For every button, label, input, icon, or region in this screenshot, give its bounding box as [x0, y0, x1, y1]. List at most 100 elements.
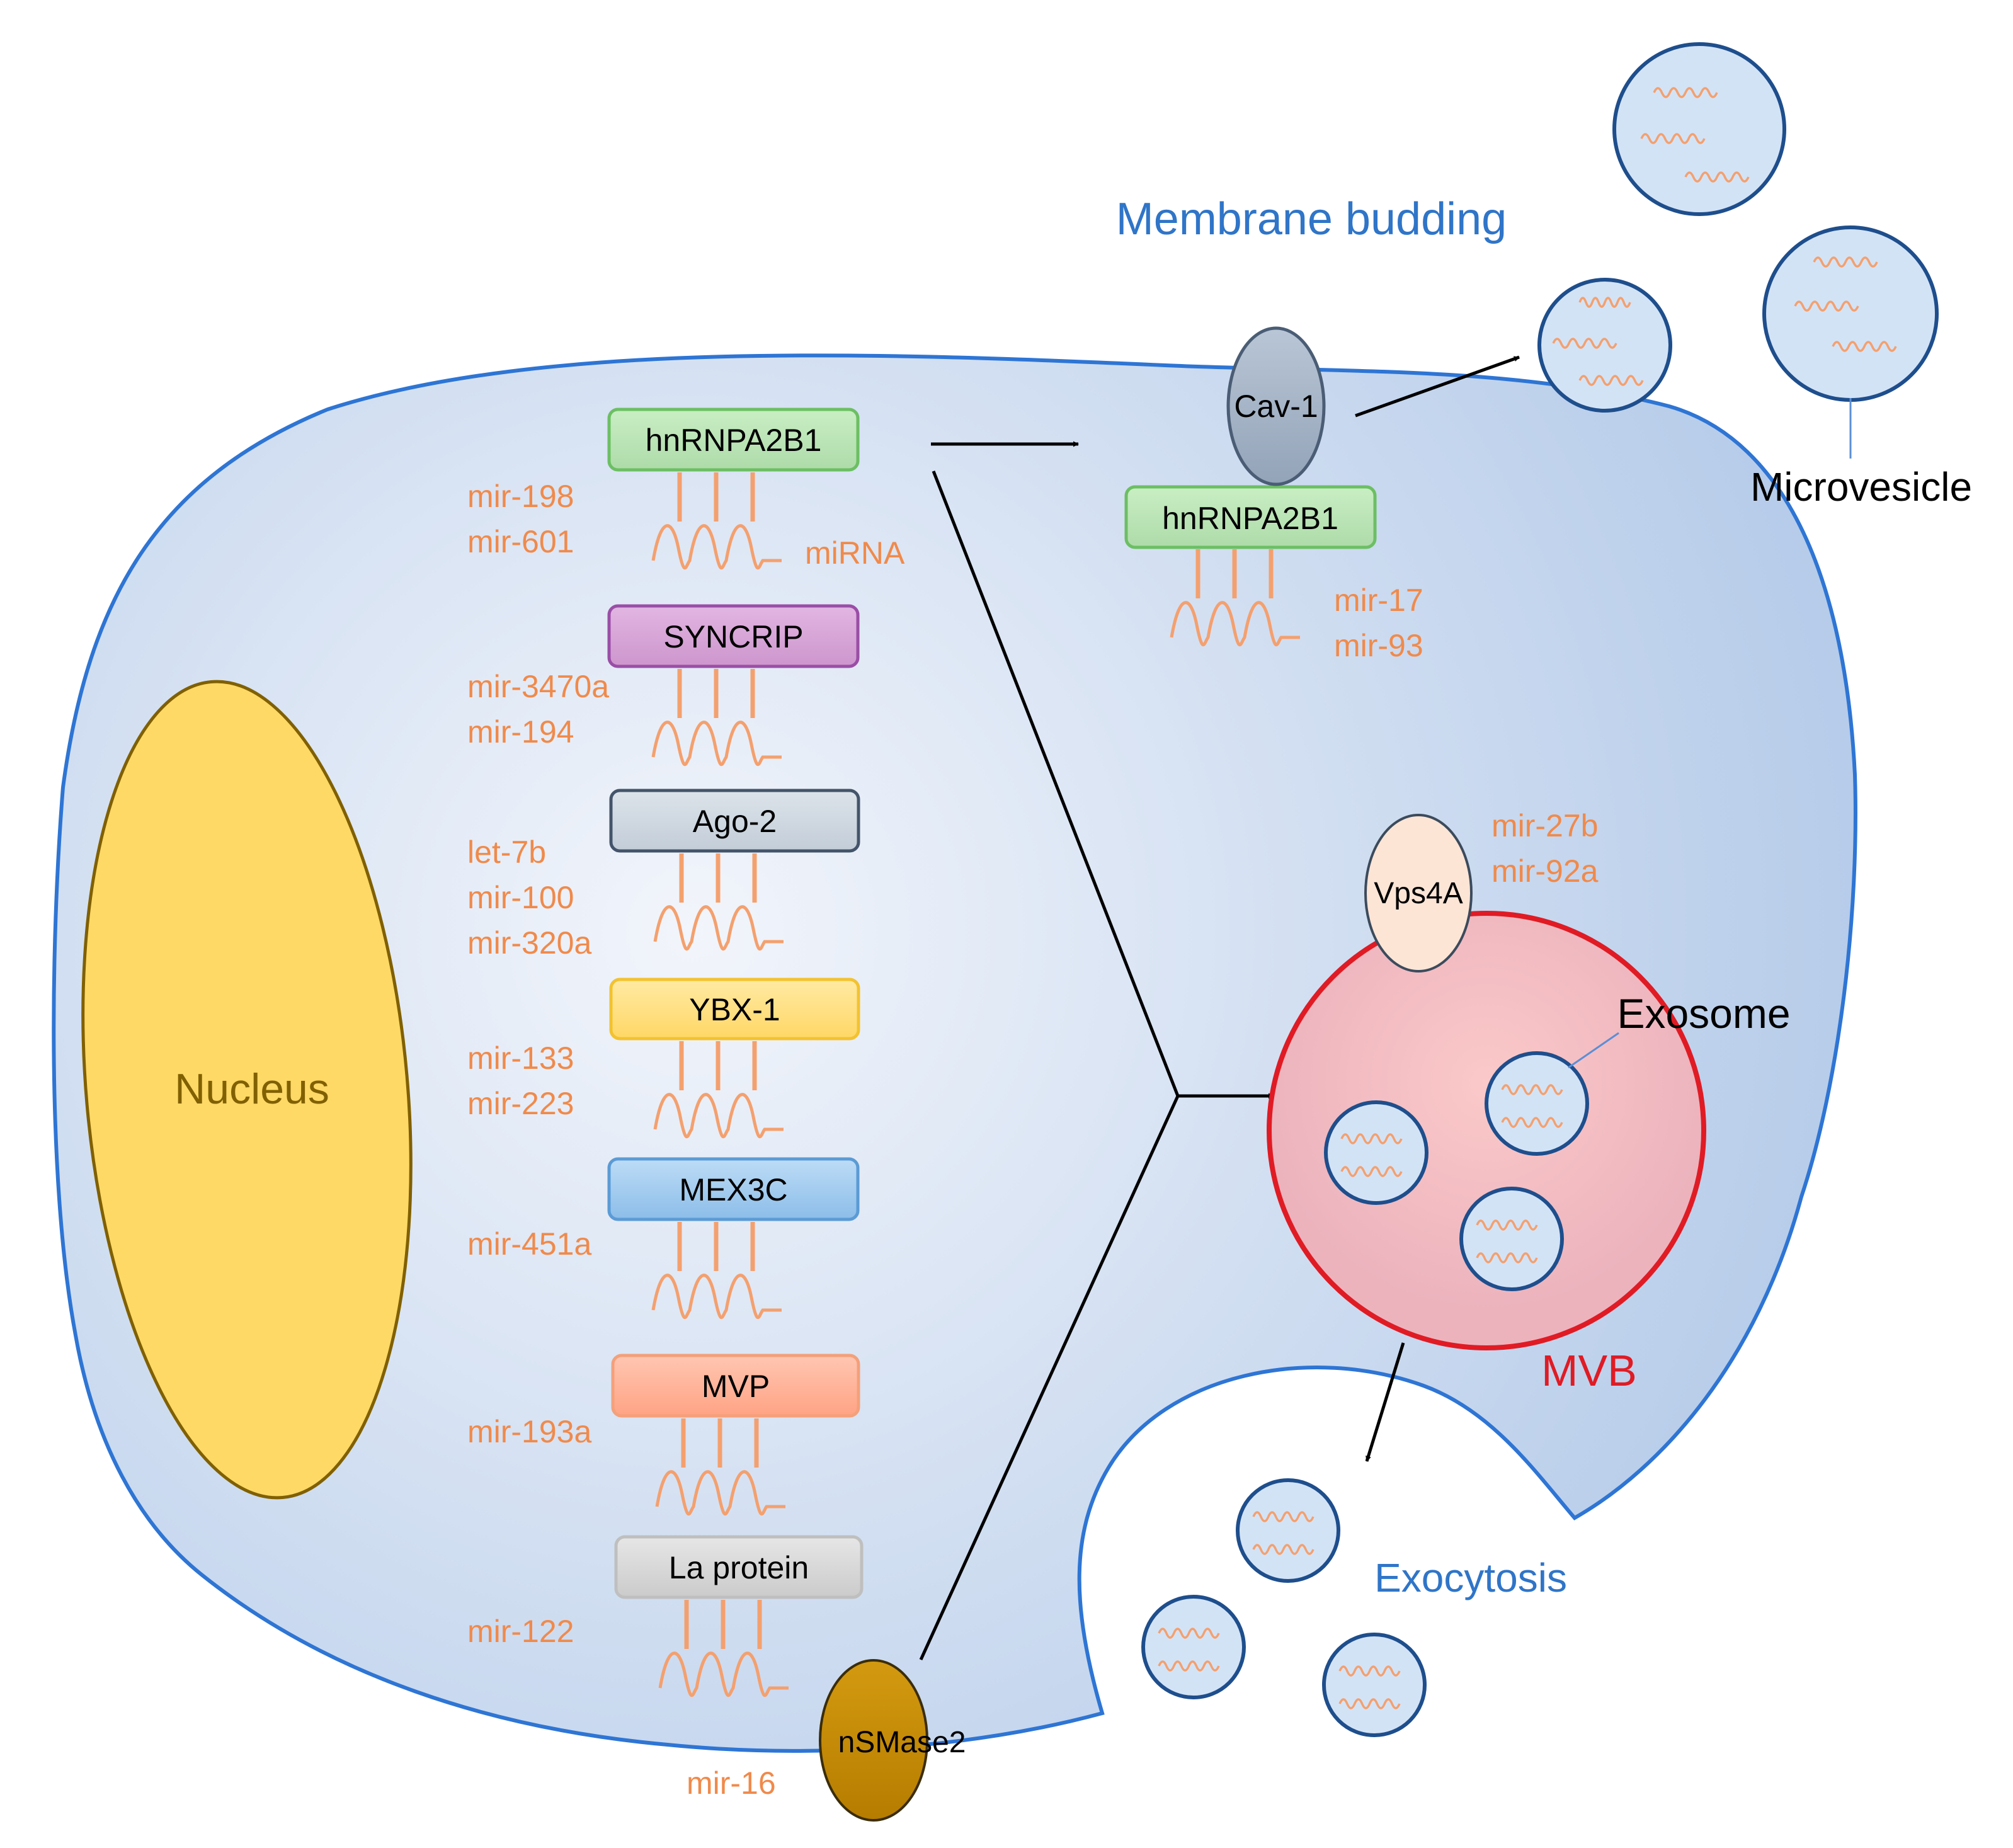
exocytosis-vesicle — [1322, 1633, 1427, 1737]
membrane-hnrnpa2b1-label: hnRNPA2B1 — [1162, 501, 1338, 536]
vesicle-rna-0 — [1578, 297, 1631, 308]
microvesicle — [1762, 225, 1939, 402]
protein-label: YBX-1 — [689, 992, 780, 1027]
mirna-name: mir-451a — [467, 1226, 591, 1262]
protein-syncrip: SYNCRIP mir-3470a mir-194 — [467, 604, 860, 767]
protein-label: MEX3C — [679, 1172, 787, 1207]
cell-membrane — [52, 353, 1857, 1753]
exosome — [1324, 1100, 1428, 1205]
exosomes — [1324, 1051, 1589, 1291]
protein-box — [611, 1354, 860, 1418]
mirna-hairpin-icon — [655, 1418, 785, 1516]
vesicle-rna-1 — [1501, 1117, 1563, 1128]
vesicle-rna-1 — [1476, 1252, 1538, 1263]
exocytosis-vesicle — [1236, 1478, 1340, 1583]
cav1-label: Cav-1 — [1234, 389, 1318, 424]
protein-box — [609, 978, 860, 1041]
protein-box — [607, 604, 860, 668]
mirna-name: mir-601 — [467, 524, 574, 559]
protein-box — [609, 789, 860, 853]
protein-hnrnpa2b1: hnRNPA2B1 mir-198 mir-601 — [467, 408, 860, 570]
mirna-hairpin-icon — [1170, 549, 1300, 647]
vesicle-rna-0 — [1252, 1511, 1314, 1522]
mirna-name: mir-223 — [467, 1086, 574, 1121]
vesicle-rna-0 — [1476, 1219, 1538, 1231]
vesicle-rna-0 — [1338, 1665, 1401, 1677]
vesicle-rna-0 — [1340, 1133, 1403, 1144]
exosome — [1485, 1051, 1589, 1156]
microvesicle-label: Microvesicle — [1750, 464, 1972, 510]
exocytosis-vesicles — [1141, 1478, 1427, 1737]
protein-ago-2: Ago-2 let-7b mir-100 mir-320a — [467, 789, 860, 961]
mvb-label: MVB — [1541, 1346, 1637, 1395]
protein-box — [607, 1157, 860, 1221]
mirna-label: miRNA — [805, 535, 905, 571]
microvesicle — [1612, 42, 1786, 216]
membrane-hnrnpa2b1-box — [1124, 485, 1377, 549]
vesicle-rna-1 — [1794, 300, 1859, 312]
mirna-name: mir-320a — [467, 925, 591, 961]
protein-label: MVP — [702, 1369, 770, 1404]
nsmase2-mirna-list: mir-16 — [687, 1765, 776, 1801]
mirna-hairpin-icon — [651, 472, 782, 570]
protein-label: Ago-2 — [693, 804, 777, 839]
cav1-protein — [1226, 326, 1326, 486]
protein-mex3c: MEX3C mir-451a — [467, 1157, 860, 1320]
arrow-to-microvesicle — [1355, 355, 1520, 418]
vesicle-rna-1 — [1252, 1544, 1314, 1555]
nsmase2-protein — [819, 1659, 928, 1822]
vesicle-rna-1 — [1552, 338, 1617, 349]
vesicle-rna-1 — [1338, 1698, 1401, 1709]
mirna-name: mir-194 — [467, 714, 574, 750]
vesicle-rna-1 — [1340, 1166, 1403, 1177]
mirna-name: mir-198 — [467, 479, 574, 514]
vesicle-rna-0 — [1813, 256, 1878, 268]
exocytosis-label: Exocytosis — [1374, 1555, 1567, 1600]
vesicle-rna-2 — [1832, 341, 1897, 352]
vps4a-mirna-name: mir-27b — [1491, 808, 1598, 843]
protein-label: La protein — [669, 1550, 809, 1585]
mirna-name: let-7b — [467, 835, 546, 870]
nsmase2-label: nSMase2 — [838, 1726, 966, 1759]
vps4a-mirna-name: mir-92a — [1491, 853, 1599, 889]
cav1-mirna-name: mir-93 — [1334, 628, 1423, 663]
membrane-budding-label: Membrane budding — [1116, 194, 1507, 244]
microvesicle — [1537, 278, 1672, 413]
exocytosis-vesicle — [1141, 1595, 1246, 1699]
mirna-name: mir-100 — [467, 880, 574, 915]
protein-label: SYNCRIP — [663, 619, 803, 654]
vesicle-rna-2 — [1578, 375, 1644, 386]
exosome-pointer — [1568, 1032, 1619, 1069]
protein-label: hnRNPA2B1 — [646, 423, 822, 458]
exosome — [1459, 1187, 1564, 1291]
nucleus-label: Nucleus — [174, 1065, 329, 1113]
protein-box — [607, 408, 860, 472]
mirna-hairpin-icon — [653, 1041, 784, 1139]
vesicle-rna-0 — [1653, 87, 1718, 98]
mvb — [1267, 911, 1706, 1350]
protein-la-protein: La protein mir-122 — [467, 1535, 864, 1697]
vps4a-mirna-list: mir-27b mir-92a — [1491, 808, 1599, 889]
mirna-name: mir-122 — [467, 1614, 574, 1649]
vesicle-rna-0 — [1501, 1084, 1563, 1095]
mirna-hairpin-icon — [653, 853, 784, 951]
vesicle-rna-1 — [1640, 133, 1706, 144]
exosome-label: Exosome — [1617, 990, 1790, 1037]
cav1-mirna-name: mir-17 — [1334, 583, 1423, 618]
arrow-to-exocytosis — [1365, 1342, 1405, 1462]
protein-mvp: MVP mir-193a — [467, 1354, 860, 1516]
mirna-name: mir-3470a — [467, 669, 609, 704]
mirna-name: mir-193a — [467, 1414, 591, 1449]
nucleus — [81, 680, 413, 1500]
vesicle-rna-1 — [1158, 1660, 1220, 1672]
vps4a-label: Vps4A — [1374, 877, 1463, 910]
mirna-hairpin-icon — [651, 669, 782, 767]
vesicle-rna-2 — [1684, 171, 1750, 183]
mirna-hairpin-icon — [658, 1600, 789, 1697]
nsmase2-mirna-name: mir-16 — [687, 1765, 776, 1801]
vps4a-protein — [1364, 814, 1473, 972]
vesicle-rna-0 — [1158, 1628, 1220, 1639]
